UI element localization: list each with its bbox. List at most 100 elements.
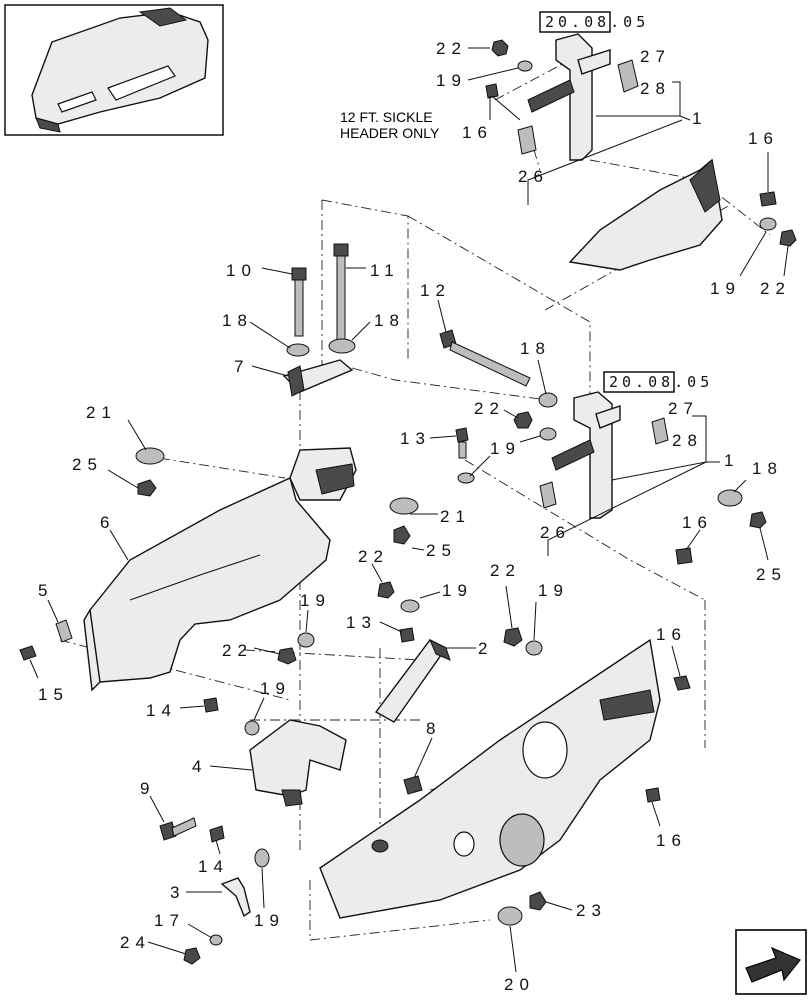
- callout-label: 25: [426, 541, 457, 560]
- washer-19e: [400, 599, 420, 613]
- middle-support-bracket: [551, 391, 621, 519]
- callout-label: 16: [462, 123, 493, 142]
- callout-label: 28: [672, 431, 703, 450]
- callout-label: 8: [426, 719, 441, 738]
- bolt-16e: [645, 787, 661, 803]
- washer-19h-upper: [254, 848, 270, 868]
- callout-label: 19: [260, 679, 291, 698]
- callout-labels: 22 19 16 27 28 1 26 16 19 22 10 11 18 18…: [38, 39, 791, 994]
- clamp-bracket-7: [282, 359, 354, 397]
- callout-label: 16: [656, 625, 687, 644]
- callout-label: 20: [504, 975, 535, 994]
- middle-decal-27: [651, 417, 669, 445]
- washer-17: [209, 934, 223, 946]
- bolt-8: [403, 775, 423, 795]
- bolt-16d: [673, 675, 691, 691]
- header-shield-thumbnail-icon: [4, 4, 224, 136]
- note-line-1: 12 FT. SICKLE: [340, 109, 433, 125]
- callout-label: 19: [442, 581, 473, 600]
- leader-lines: [29, 47, 789, 973]
- bolt-14b: [209, 825, 225, 843]
- middle-decal-26: [539, 481, 557, 509]
- mount-bracket-4: [249, 719, 347, 807]
- bolt-15: [19, 645, 37, 661]
- callout-label: 23: [576, 901, 607, 920]
- callout-label: 13: [400, 429, 431, 448]
- callout-label: 19: [490, 439, 521, 458]
- callout-label: 19: [538, 581, 569, 600]
- washer-21a: [135, 447, 165, 465]
- callout-label: 26: [540, 523, 571, 542]
- callout-label: 18: [520, 339, 551, 358]
- bolt-11: [333, 243, 349, 341]
- callout-label: 15: [38, 685, 69, 704]
- nut-22d: [277, 647, 297, 665]
- reference-box-middle: 20.08.05: [603, 371, 709, 393]
- callout-label: 22: [436, 39, 467, 58]
- bolt-9: [159, 817, 197, 841]
- callout-label: 22: [222, 641, 253, 660]
- upper-decal-26: [517, 125, 537, 155]
- bolt-13b: [399, 627, 415, 643]
- channel-2: [374, 638, 451, 723]
- callout-label: 6: [100, 513, 115, 532]
- callout-label: 1: [724, 451, 739, 470]
- callout-label: 22: [474, 399, 505, 418]
- callout-label: 2: [478, 639, 493, 658]
- rear-shield-6: [83, 447, 357, 692]
- washer-21b: [389, 497, 419, 515]
- washer-18c: [538, 392, 558, 408]
- back-arrow-icon[interactable]: [735, 929, 807, 995]
- middle-hardware: [455, 411, 767, 565]
- bolt-12: [439, 329, 531, 387]
- nut-25c: [393, 525, 411, 545]
- callout-label: 25: [756, 565, 787, 584]
- callout-label: 28: [640, 79, 671, 98]
- latch-3: [220, 877, 251, 918]
- nut-23: [529, 891, 547, 911]
- bolt-14a: [203, 697, 219, 713]
- callout-label: 22: [760, 279, 791, 298]
- callout-label: 14: [146, 701, 177, 720]
- callout-label: 16: [656, 831, 687, 850]
- callout-label: 19: [710, 279, 741, 298]
- nut-22e: [377, 581, 395, 599]
- upper-decal-27: [617, 59, 639, 93]
- bolt-10: [291, 267, 307, 337]
- callout-label: 12: [420, 281, 451, 300]
- callout-label: 18: [222, 311, 253, 330]
- upper-hardware: [485, 39, 797, 247]
- callout-label: 17: [154, 911, 185, 930]
- callout-label: 13: [346, 613, 377, 632]
- callout-label: 19: [436, 71, 467, 90]
- upper-support-bracket: [527, 33, 611, 161]
- callout-label: 7: [234, 357, 249, 376]
- callout-label: 5: [38, 581, 53, 600]
- callout-label: 19: [254, 911, 285, 930]
- callout-label: 21: [440, 507, 471, 526]
- callout-label: 9: [140, 779, 155, 798]
- callout-label: 22: [490, 561, 521, 580]
- nut-22f: [503, 627, 523, 647]
- callout-label: 22: [358, 547, 389, 566]
- reference-box-upper: 20.08.05: [539, 11, 649, 33]
- callout-label: 4: [192, 757, 207, 776]
- callout-label: 10: [226, 261, 257, 280]
- nut-25a: [137, 479, 157, 497]
- callout-label: 26: [518, 167, 549, 186]
- callout-label: 18: [752, 459, 783, 478]
- washer-19g: [244, 720, 260, 736]
- callout-label: 21: [86, 403, 117, 422]
- callout-label: 27: [640, 47, 671, 66]
- callout-label: 27: [668, 399, 699, 418]
- callout-label: 11: [370, 261, 400, 280]
- callout-label: 3: [170, 883, 185, 902]
- callout-label: 14: [198, 857, 229, 876]
- reference-text: 20.08.05: [545, 13, 649, 31]
- washer-18b: [328, 338, 356, 354]
- washer-19d: [297, 632, 315, 648]
- callout-label: 16: [748, 129, 779, 148]
- washer-18a: [286, 343, 310, 357]
- callout-label: 19: [300, 591, 331, 610]
